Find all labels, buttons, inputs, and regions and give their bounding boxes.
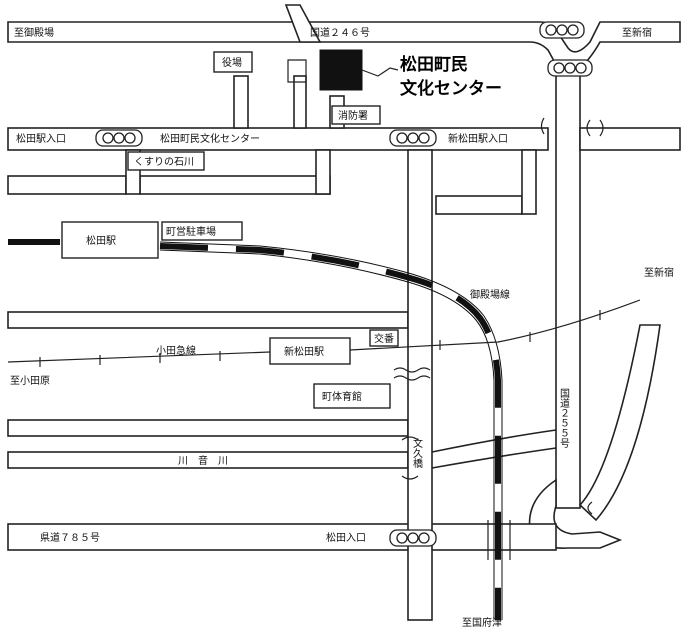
street-row-3 [435,195,523,215]
town-gym-box [313,383,391,409]
odakyu-ticks [39,310,601,367]
town-office-road [284,4,322,43]
police-box-label: 交番 [374,332,394,345]
street-row-5 [7,419,409,437]
town-office-label: 役場 [222,56,242,69]
town-parking-box [161,221,243,241]
route-255-road [555,67,581,509]
route-255-label: 国道２５５号 [558,388,570,449]
bridge-marks [401,117,604,560]
pharmacy-box [127,151,205,171]
gotemba-line [159,243,501,620]
gym-marker [393,367,431,381]
culture-center-title-2: 文化センター [400,78,502,99]
culture-center-site [287,59,307,83]
route-246-label: 国道２４６号 [310,26,370,39]
to-shinjuku-top-label: 至新宿 [622,26,652,39]
matsuda-entrance-label: 松田入口 [326,531,366,544]
gotemba-line-outline [159,241,503,620]
town-parking-label: 町営駐車場 [166,225,216,238]
vertical-street-center [293,75,307,129]
center-road-label: 松田町民文化センター [160,132,260,145]
street-row-2b [139,175,331,195]
street-row-4 [7,311,409,329]
matsuda-station-entrance-label: 松田駅入口 [16,132,66,145]
odakyu-line [7,299,641,363]
gotemba-line-label: 御殿場線 [470,288,510,301]
town-office-box [213,51,253,73]
ramp-to-shinjuku [578,324,661,522]
pref-route-785-road [7,523,557,551]
fire-station-box [331,105,381,125]
shin-matsuda-station-box [269,337,351,365]
vertical-street-3 [315,149,331,195]
street-row-1-right [579,127,681,151]
vertical-street-left [233,75,249,129]
police-box-box [369,329,399,347]
pharmacy-label: くすりの石川 [134,156,194,168]
bunkyu-bridge-label: 文久橋 [411,437,423,469]
traffic-signal-icon [389,529,437,547]
traffic-signal-icon [95,129,143,147]
traffic-signal-icon [389,129,437,147]
main-vertical-street [407,149,433,621]
vertical-street-4 [521,149,537,215]
matsuda-station-label: 松田駅 [86,234,116,247]
to-gotenba-label: 至御殿場 [14,26,54,39]
street-row-2 [7,175,127,195]
odakyu-line-label: 小田急線 [156,344,196,357]
to-shinjuku-right-label: 至新宿 [644,266,674,279]
traffic-signal-icon [539,21,585,39]
pref-route-785-label: 県道７８５号 [40,531,100,544]
town-gym-label: 町体育館 [322,390,362,403]
fire-station-label: 消防署 [338,109,368,122]
culture-center-title-1: 松田町民 [400,54,468,75]
matsuda-station-box [61,221,159,259]
sakawa-river-label: 川 音 川 [178,454,228,467]
traffic-signal-icon [547,59,593,77]
culture-center-building [319,49,363,91]
culture-center-pointer [361,67,399,77]
to-odawara-label: 至小田原 [10,375,50,387]
shin-matsuda-entrance-label: 新松田駅入口 [448,132,508,145]
shin-matsuda-station-label: 新松田駅 [284,345,324,358]
to-kozu-label: 至国府津 [462,616,502,629]
